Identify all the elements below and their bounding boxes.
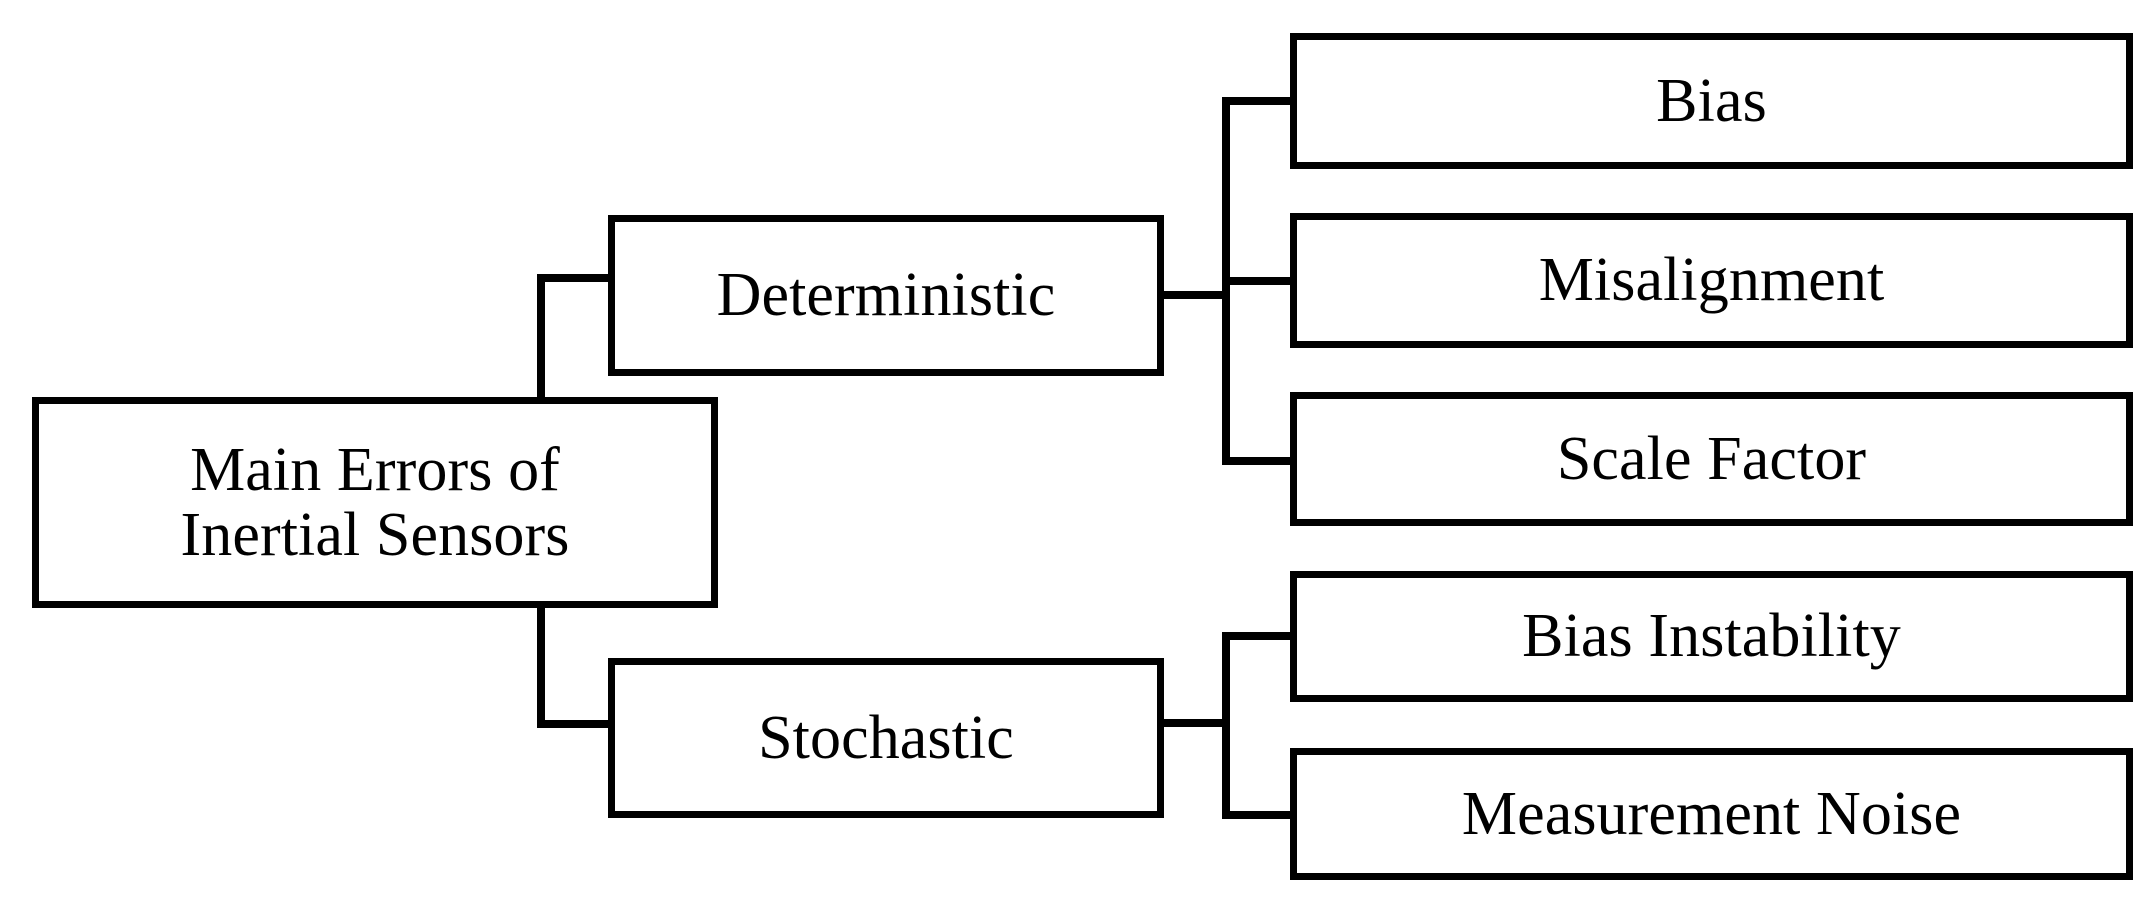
node-stochastic: Stochastic <box>608 658 1164 818</box>
connector-stochastic-stub <box>1160 719 1230 727</box>
node-bias-instability-label: Bias Instability <box>1522 602 1901 671</box>
connector-root-to-deterministic-vertical <box>537 274 545 401</box>
node-scale-factor: Scale Factor <box>1290 392 2133 526</box>
connector-stochastic-to-measurement-noise <box>1222 811 1294 819</box>
connector-deterministic-to-misalignment <box>1222 277 1294 285</box>
connector-stochastic-to-bias-instability <box>1222 632 1294 640</box>
node-bias-instability: Bias Instability <box>1290 571 2133 702</box>
connector-root-to-stochastic-horizontal <box>537 720 615 728</box>
node-misalignment-label: Misalignment <box>1538 246 1885 315</box>
connector-deterministic-stub <box>1160 291 1230 299</box>
node-bias: Bias <box>1290 33 2133 169</box>
connector-deterministic-to-scale-factor <box>1222 457 1294 465</box>
connector-stochastic-trunk <box>1222 632 1230 819</box>
node-deterministic-label: Deterministic <box>716 261 1056 330</box>
node-root: Main Errors of Inertial Sensors <box>32 397 718 608</box>
connector-root-to-deterministic-horizontal <box>537 274 615 282</box>
node-scale-factor-label: Scale Factor <box>1556 424 1867 493</box>
node-bias-label: Bias <box>1656 66 1767 135</box>
node-measurement-noise-label: Measurement Noise <box>1461 779 1962 848</box>
node-measurement-noise: Measurement Noise <box>1290 748 2133 880</box>
node-stochastic-label: Stochastic <box>758 703 1014 772</box>
connector-deterministic-to-bias <box>1222 97 1294 105</box>
connector-root-to-stochastic-vertical <box>537 604 545 728</box>
node-deterministic: Deterministic <box>608 215 1164 376</box>
node-root-label: Main Errors of Inertial Sensors <box>180 436 570 569</box>
node-misalignment: Misalignment <box>1290 213 2133 348</box>
